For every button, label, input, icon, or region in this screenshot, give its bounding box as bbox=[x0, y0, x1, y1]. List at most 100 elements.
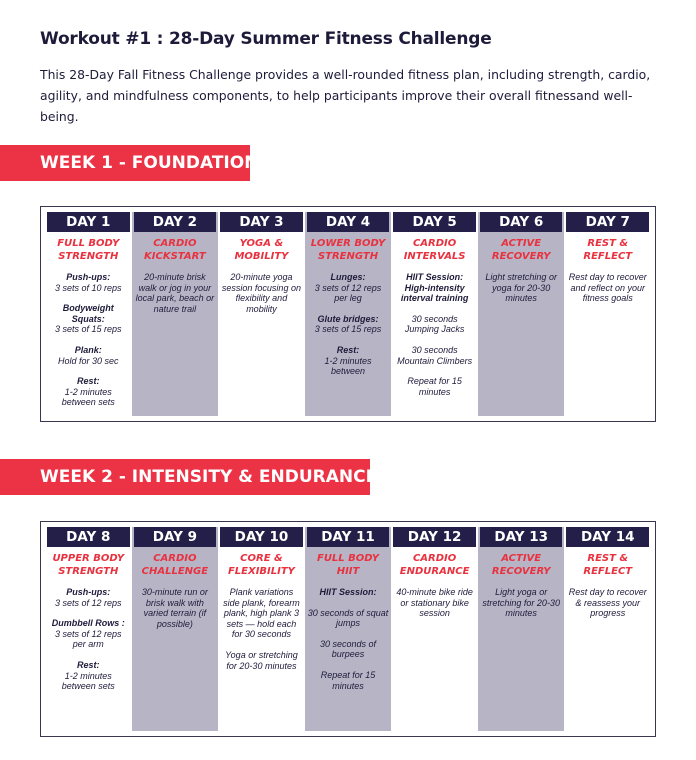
day-column: DAY 7 REST & REFLECT Rest day to recover a… bbox=[564, 212, 651, 416]
day-column: DAY 3 YOGA & MOBILITY 20-minute yoga sessi… bbox=[218, 212, 305, 416]
exercise-label: Glute bridges: bbox=[317, 313, 379, 324]
workout-details: Light stretching or yoga for 20-30 minut… bbox=[480, 272, 563, 304]
exercise-label: Bodyweight Squats: bbox=[62, 303, 114, 324]
workout-details: 20-minute yoga session focusing on flexi… bbox=[220, 272, 303, 314]
exercise-text: 20-minute yoga session focusing on flexi… bbox=[221, 272, 301, 314]
exercise-text: 1-2 minutes between sets bbox=[61, 670, 115, 692]
exercise-text: Rest day to recover and reflect on your … bbox=[568, 272, 647, 304]
exercise-label: Dumbbell Rows : bbox=[51, 618, 125, 629]
exercise-text: 30 seconds of burpees bbox=[320, 638, 377, 660]
day-header: DAY 7 bbox=[566, 212, 650, 232]
exercise-text: 30 seconds of squat jumps bbox=[307, 607, 389, 629]
day-header: DAY 11 bbox=[306, 527, 390, 547]
exercise-text: 3 sets of 12 reps bbox=[55, 597, 122, 608]
day-header: DAY 1 bbox=[47, 212, 130, 232]
workout-title: CARDIO KICKSTART bbox=[144, 238, 206, 262]
workout-details: HIIT Session: 30 seconds of squat jumps 30… bbox=[307, 587, 390, 691]
exercise-text: Hold for 30 sec bbox=[58, 355, 119, 366]
workout-title: REST & REFLECT bbox=[583, 238, 633, 262]
day-header: DAY 6 bbox=[479, 212, 563, 232]
workout-title: CORE & FLEXIBILITY bbox=[227, 553, 295, 577]
exercise-label: HIIT Session: bbox=[319, 587, 377, 597]
workout-details: 20-minute brisk walk or jog in your loca… bbox=[134, 272, 217, 314]
exercise-label: Plank: bbox=[74, 344, 102, 355]
day-header: DAY 5 bbox=[393, 212, 476, 232]
day-header: DAY 2 bbox=[133, 212, 217, 232]
workout-details: 40-minute bike ride or stationary bike s… bbox=[393, 587, 476, 619]
day-column: DAY 10 CORE & FLEXIBILITY Plank variations… bbox=[218, 527, 305, 731]
day-header: DAY 13 bbox=[479, 527, 563, 547]
day-column: DAY 11 FULL BODY HIIT HIIT Session: 30 seco… bbox=[304, 527, 392, 731]
day-header: DAY 9 bbox=[133, 527, 217, 547]
exercise-text: Rest day to recover & reassess your prog… bbox=[568, 587, 647, 619]
exercise-text: Light yoga or stretching for 20-30 minut… bbox=[482, 587, 560, 619]
day-header: DAY 8 bbox=[47, 527, 130, 547]
workout-title: CARDIO ENDURANCE bbox=[399, 553, 470, 577]
workout-details: Plank variations side plank, forearm pla… bbox=[220, 587, 303, 671]
exercise-label: Rest: bbox=[336, 344, 360, 355]
exercise-label: Push-ups: bbox=[66, 587, 111, 597]
exercise-text: Light stretching or yoga for 20-30 minut… bbox=[485, 272, 557, 304]
workout-title: ACTIVE RECOVERY bbox=[491, 238, 551, 262]
workout-details: Rest day to recover & reassess your prog… bbox=[566, 587, 649, 619]
exercise-text: 3 sets of 10 reps bbox=[55, 282, 122, 293]
workout-details: 30-minute run or brisk walk with varied … bbox=[134, 587, 217, 629]
exercise-text: 3 sets of 12 reps per arm bbox=[55, 628, 122, 650]
day-column: DAY 14 REST & REFLECT Rest day to recover … bbox=[564, 527, 651, 731]
day-header: DAY 14 bbox=[566, 527, 650, 547]
day-column: DAY 5 CARDIO INTERVALS HIIT Session:High-i… bbox=[391, 212, 478, 416]
workout-title: YOGA & MOBILITY bbox=[234, 238, 289, 262]
exercise-text: Repeat for 15 minutes bbox=[320, 669, 376, 691]
workout-title: FULL BODY STRENGTH bbox=[57, 238, 120, 262]
day-header: DAY 4 bbox=[306, 212, 390, 232]
exercise-text: 1-2 minutes between sets bbox=[61, 386, 115, 408]
exercise-label: Rest: bbox=[77, 376, 100, 387]
exercise-label: Lunges: bbox=[330, 272, 366, 282]
day-column: DAY 6 ACTIVE RECOVERY Light stretching or … bbox=[477, 212, 565, 416]
intro-paragraph: This 28-Day Fall Fitness Challenge provi… bbox=[40, 67, 651, 124]
workout-title: CARDIO CHALLENGE bbox=[141, 553, 209, 577]
workout-title: ACTIVE RECOVERY bbox=[491, 553, 551, 577]
exercise-label: HIIT Session: bbox=[406, 272, 464, 282]
exercise-text: Yoga or stretching for 20-30 minutes bbox=[225, 649, 298, 671]
day-header: DAY 3 bbox=[220, 212, 303, 232]
workout-title: CARDIO INTERVALS bbox=[403, 238, 466, 262]
workout-title: LOWER BODY STRENGTH bbox=[310, 238, 386, 262]
exercise-label: Rest: bbox=[77, 659, 100, 670]
workout-details: Light yoga or stretching for 20-30 minut… bbox=[480, 587, 563, 619]
workout-details: HIIT Session:High-intensity interval tra… bbox=[393, 272, 476, 397]
exercise-text: 40-minute bike ride or stationary bike s… bbox=[396, 587, 473, 619]
exercise-text: 20-minute brisk walk or jog in your loca… bbox=[135, 272, 215, 314]
exercise-text: 3 sets of 15 reps bbox=[55, 324, 122, 335]
day-column: DAY 12 CARDIO ENDURANCE 40-minute bike rid… bbox=[391, 527, 478, 731]
workout-title: FULL BODY HIIT bbox=[316, 553, 380, 577]
week-2-banner: WEEK 2 - INTENSITY & ENDURANCE bbox=[0, 459, 377, 495]
exercise-text: 30 seconds Jumping Jacks bbox=[404, 313, 465, 335]
workout-title: UPPER BODY STRENGTH bbox=[52, 553, 125, 577]
exercise-text: 1-2 minutes between bbox=[324, 355, 372, 377]
day-header: DAY 12 bbox=[393, 527, 476, 547]
exercise-label: Push-ups: bbox=[66, 272, 111, 282]
workout-details: Rest day to recover and reflect on your … bbox=[566, 272, 649, 304]
exercise-text: 3 sets of 12 reps per leg bbox=[314, 282, 382, 304]
exercise-text: High-intensity interval training bbox=[400, 282, 469, 304]
exercise-text: 30-minute run or brisk walk with varied … bbox=[141, 587, 208, 629]
exercise-text: Plank variations side plank, forearm pla… bbox=[223, 587, 300, 640]
day-header: DAY 10 bbox=[220, 527, 303, 547]
exercise-text: 3 sets of 15 reps bbox=[314, 324, 382, 335]
week-1-banner: WEEK 1 - FOUNDATION bbox=[0, 145, 258, 181]
page-title: Workout #1 : 28-Day Summer Fitness Chall… bbox=[40, 29, 492, 49]
exercise-text: 30 seconds Mountain Climbers bbox=[397, 344, 473, 366]
day-column: DAY 9 CARDIO CHALLENGE 30-minute run or br… bbox=[131, 527, 219, 731]
day-column: DAY 13 ACTIVE RECOVERY Light yoga or stret… bbox=[477, 527, 565, 731]
exercise-text: Repeat for 15 minutes bbox=[407, 376, 462, 397]
workout-title: REST & REFLECT bbox=[583, 553, 633, 577]
